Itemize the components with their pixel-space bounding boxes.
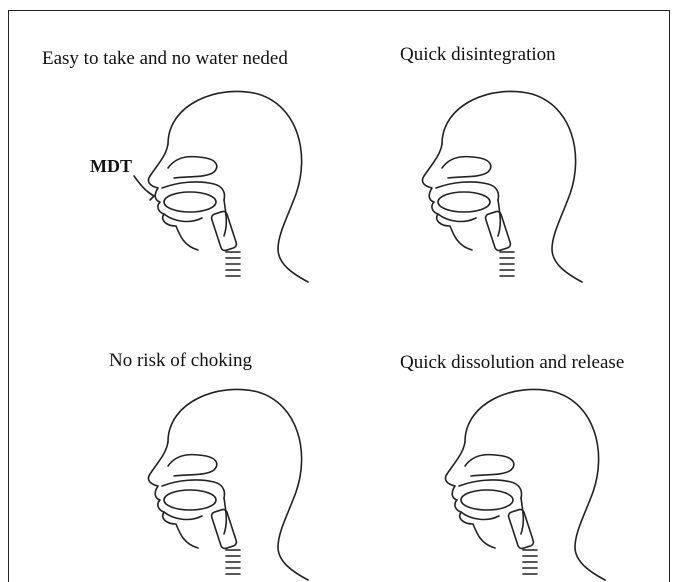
mdt-pointer [130, 170, 170, 210]
larynx [508, 508, 535, 549]
face-profile [148, 442, 198, 548]
jaw [164, 214, 202, 221]
head-outline [168, 389, 308, 580]
nasal-cavity [168, 455, 217, 476]
tongue [164, 490, 216, 510]
mdt-label: MDT [90, 156, 132, 177]
larynx [211, 210, 238, 251]
palate [459, 480, 522, 498]
pharynx [224, 200, 226, 236]
panel-title-1: Easy to take and no water neded [42, 48, 288, 70]
face-profile [445, 442, 495, 548]
head-outline [465, 389, 605, 580]
panel-title-2: Quick disintegration [400, 44, 556, 66]
pharynx [224, 498, 226, 534]
head-outline [442, 91, 582, 282]
nasal-cavity [168, 157, 217, 178]
jaw [164, 512, 202, 519]
larynx [211, 508, 238, 549]
palate [162, 182, 225, 200]
head-illustration-2 [402, 84, 587, 284]
head-illustration-3 [128, 382, 313, 582]
jaw [438, 214, 476, 221]
tongue [461, 490, 513, 510]
larynx [485, 210, 512, 251]
face-profile [422, 144, 472, 250]
nasal-cavity [465, 455, 514, 476]
head-illustration-4 [425, 382, 610, 582]
panel-title-4: Quick dissolution and release [400, 352, 624, 374]
pharynx [498, 200, 500, 236]
jaw [461, 512, 499, 519]
nasal-cavity [442, 157, 491, 178]
tongue [438, 192, 490, 212]
head-outline [168, 91, 308, 282]
panel-title-3: No risk of choking [109, 350, 252, 372]
palate [162, 480, 225, 498]
tongue [164, 192, 216, 212]
pharynx [521, 498, 523, 534]
palate [436, 182, 499, 200]
